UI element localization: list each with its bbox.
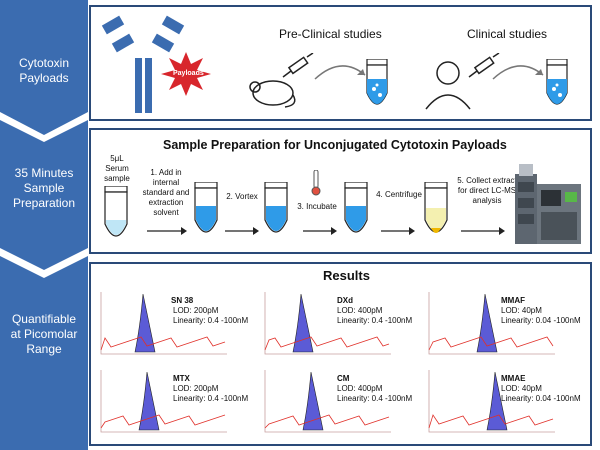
payload-name: MTX	[173, 374, 190, 383]
preclinical-label: Pre-Clinical studies	[279, 27, 382, 41]
incubated-tube-icon	[344, 182, 368, 233]
step-4-label: 4. Centrifuge	[376, 190, 422, 199]
linearity-value: Linearity: 0.4 -100nM	[173, 394, 249, 403]
stage-label-quantifiable: Quantifiable at Picomolar Range	[10, 312, 78, 356]
vortexed-tube-icon	[264, 182, 288, 233]
chromatogram-plot	[100, 292, 227, 355]
baseline-trace	[264, 336, 390, 351]
syringe-icon	[282, 53, 314, 78]
chevron-shape	[0, 120, 88, 270]
payload-burst-icon	[161, 52, 211, 96]
linearity-value: Linearity: 0.04 -100nM	[501, 316, 581, 325]
curved-arrow-icon	[314, 65, 366, 80]
baseline-trace	[264, 414, 390, 429]
baseline-trace	[428, 414, 554, 429]
baseline-trace	[428, 336, 554, 351]
analyte-peak	[302, 371, 324, 431]
plot-axis	[264, 370, 391, 433]
linearity-value: Linearity: 0.4 -100nM	[337, 316, 413, 325]
plot-axis	[100, 292, 227, 355]
results-title: Results	[323, 268, 370, 283]
payload-badge-label: Payloads	[173, 70, 204, 77]
linearity-value: Linearity: 0.4 -100nM	[337, 394, 413, 403]
preparation-panel: Sample Preparation for Unconjugated Cyto…	[89, 128, 592, 254]
clinical-label: Clinical studies	[467, 27, 548, 41]
curved-arrow-icon	[492, 65, 544, 80]
analyte-peak	[138, 371, 160, 431]
mouse-icon	[249, 80, 296, 108]
chromatogram-plot	[428, 370, 555, 433]
lod-value: LOD: 40pM	[501, 306, 542, 315]
payload-name: DXd	[337, 296, 353, 305]
analyte-peak	[292, 293, 314, 353]
step-1-label: 1. Add in internal standard and extracti…	[142, 168, 190, 217]
chevron-shape	[0, 0, 88, 135]
stage-label-preparation: 35 Minutes Sample Preparation	[12, 166, 76, 210]
chromatogram-plot	[264, 370, 391, 433]
lod-value: LOD: 400pM	[337, 384, 383, 393]
plot-axis	[264, 292, 391, 355]
serum-tube-icon	[104, 186, 128, 237]
syringe-icon	[468, 53, 500, 78]
serum-label: 5μL Serum sample	[104, 154, 130, 183]
step-2-label: 2. Vortex	[226, 192, 258, 201]
linearity-value: Linearity: 0.4 -100nM	[173, 316, 249, 325]
plot-axis	[428, 370, 555, 433]
stage-arrow-1: Cytotoxin Payloads	[0, 0, 88, 135]
chromatogram-plot	[100, 370, 227, 433]
lcms-instrument-icon	[515, 164, 581, 244]
baseline-trace	[100, 414, 226, 429]
plot-axis	[428, 292, 555, 355]
payload-name: CM	[337, 374, 350, 383]
chevron-shape	[0, 256, 88, 450]
lod-value: LOD: 400pM	[337, 306, 383, 315]
thermometer-icon	[311, 170, 321, 196]
sample-tube-icon	[546, 59, 568, 105]
payloads-panel: Payloads Pre-Clinical studies Clinical s…	[89, 5, 592, 121]
antibody-icon	[101, 15, 185, 113]
arrow-right-icon	[147, 227, 187, 235]
stage-arrow-2: 35 Minutes Sample Preparation	[0, 120, 88, 270]
payload-name: SN 38	[171, 296, 194, 305]
step-3-label: 3. Incubate	[297, 202, 337, 211]
plot-axis	[100, 370, 227, 433]
payload-name: MMAE	[501, 374, 526, 383]
chromatogram-plot	[264, 292, 391, 355]
arrow-right-icon	[381, 227, 415, 235]
preparation-title: Sample Preparation for Unconjugated Cyto…	[163, 138, 507, 152]
payload-name: MMAF	[501, 296, 525, 305]
solvent-tube-icon	[194, 182, 218, 233]
lod-value: LOD: 40pM	[501, 384, 542, 393]
sample-tube-icon	[366, 59, 388, 105]
arrow-right-icon	[303, 227, 337, 235]
person-icon	[425, 61, 471, 110]
analyte-peak	[476, 293, 498, 353]
arrow-right-icon	[225, 227, 259, 235]
baseline-trace	[100, 336, 226, 351]
centrifuged-tube-icon	[424, 182, 448, 233]
lod-value: LOD: 200pM	[173, 306, 219, 315]
arrow-right-icon	[461, 227, 505, 235]
stage-label-cytotoxin: Cytotoxin Payloads	[18, 56, 70, 85]
linearity-value: Linearity: 0.04 -100nM	[501, 394, 581, 403]
step-5-label: 5. Collect extract for direct LC-MS anal…	[457, 176, 517, 205]
lod-value: LOD: 200pM	[173, 384, 219, 393]
stage-arrow-3: Quantifiable at Picomolar Range	[0, 256, 88, 450]
chromatogram-plot	[428, 292, 555, 355]
analyte-peak	[486, 371, 508, 431]
